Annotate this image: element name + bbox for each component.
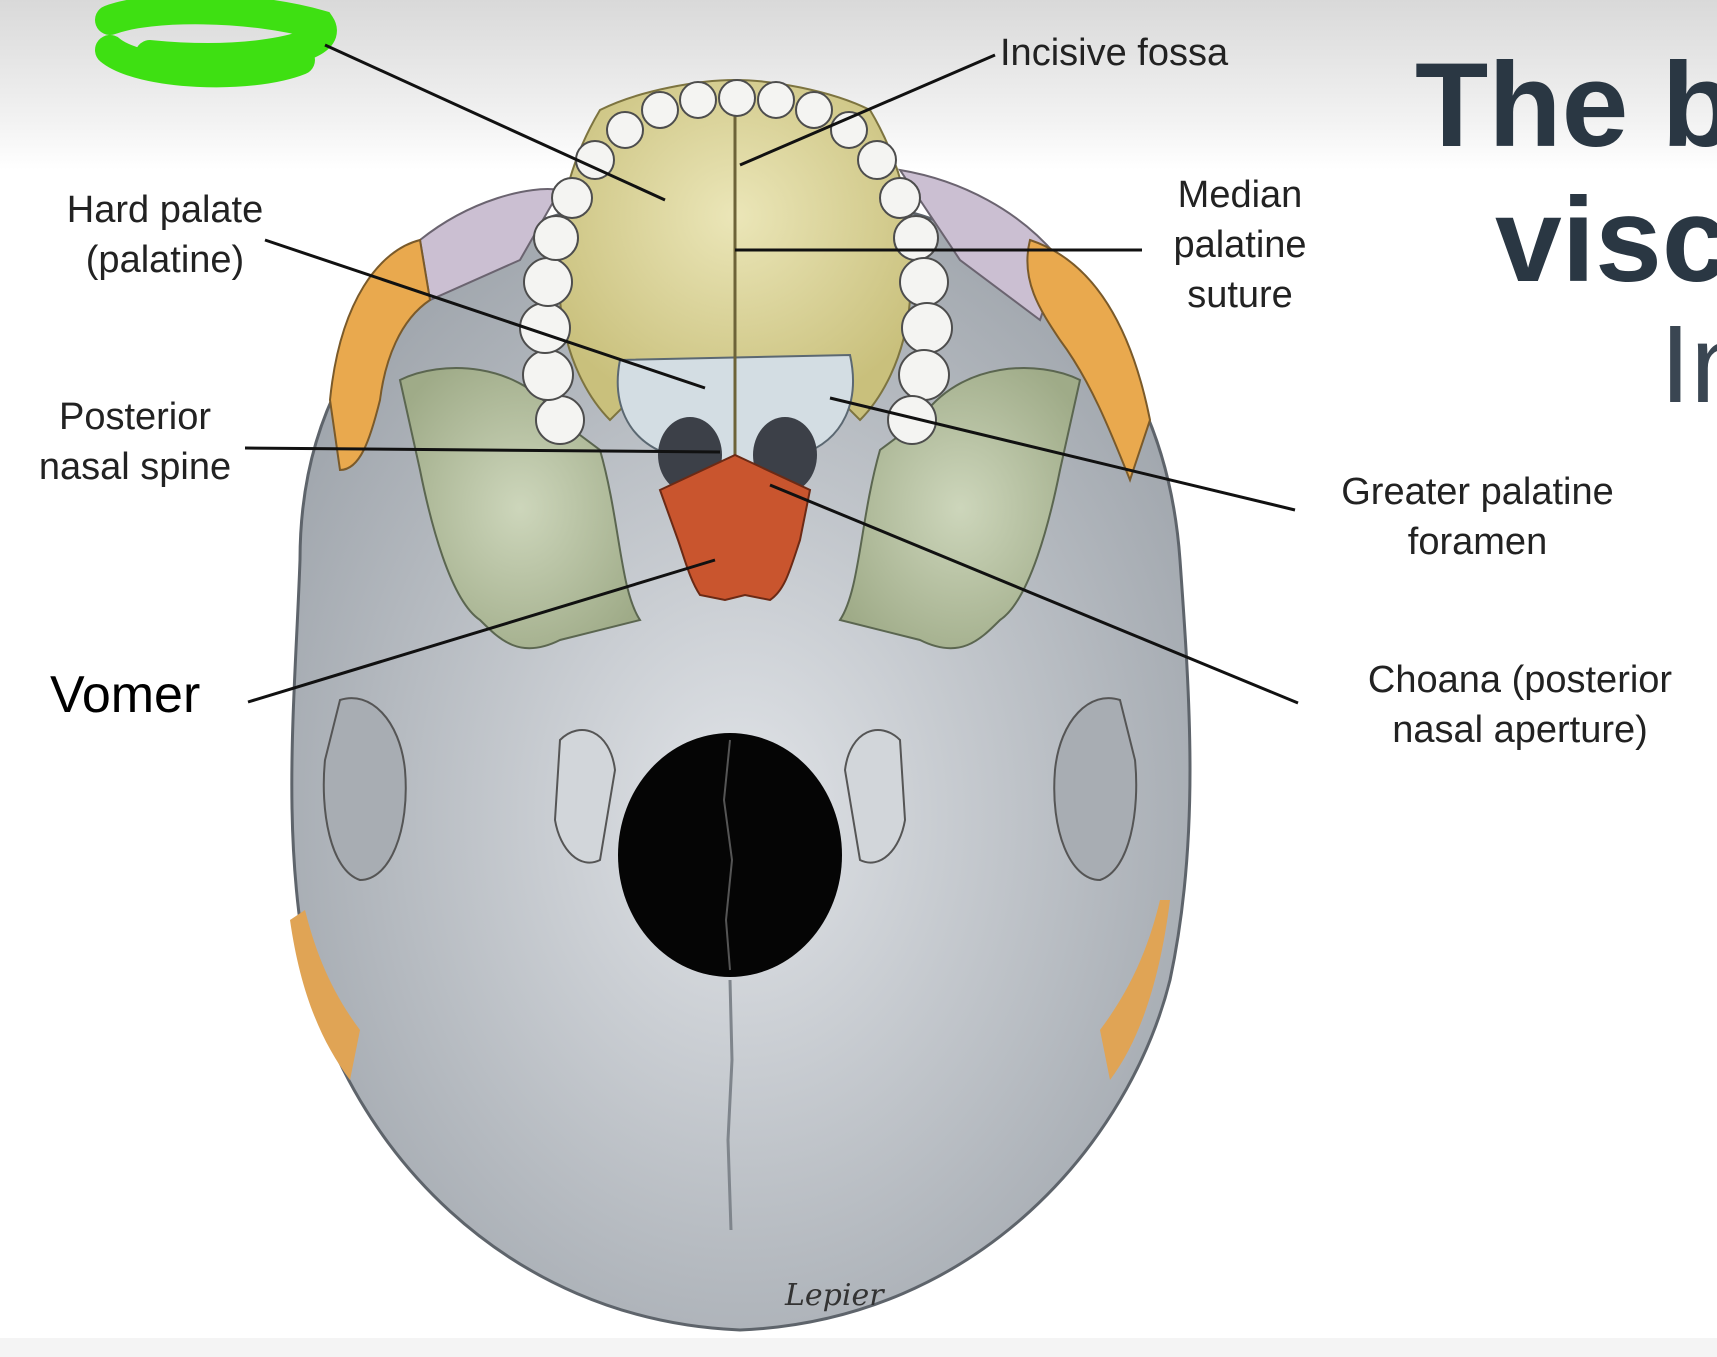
foramen-magnum-crack: [722, 739, 734, 971]
label-greater-palatine-foramen: Greater palatine foramen: [1341, 471, 1614, 563]
upper-teeth: [519, 79, 953, 445]
bottom-strip: [0, 1338, 1717, 1357]
leader-highlighter: [324, 43, 666, 202]
mastoid-left: [322, 697, 407, 882]
highlighter-mark: [95, 0, 337, 88]
label-choana: Choana (posterior nasal aperture): [1367, 659, 1673, 751]
slide-title-line1: The bo: [1415, 38, 1717, 172]
leader-greater-palatine: [829, 396, 1296, 512]
mastoid-right: [1053, 697, 1138, 882]
zygomatic-arch-left: [328, 238, 432, 472]
temporal-bone-right-lower: [1100, 900, 1170, 1080]
foramen-magnum: [618, 733, 842, 977]
midline-crest: [726, 979, 734, 1231]
leader-lines: [244, 43, 1299, 705]
temporal-bone-left-lower: [290, 910, 360, 1080]
leader-incisive-fossa: [739, 53, 996, 167]
label-incisive-fossa: Incisive fossa: [1000, 32, 1229, 74]
label-hard-palate: Hard palate (palatine): [66, 189, 264, 281]
sphenoid-bone: [398, 367, 642, 650]
leader-vomer: [247, 558, 716, 704]
occipital-condyle-left: [553, 729, 617, 864]
slide-title-line2: visce: [1495, 173, 1717, 307]
occipital-condyle-right: [843, 729, 907, 864]
leader-hard-palate: [264, 238, 706, 390]
label-vomer: Vomer: [50, 666, 201, 724]
label-posterior-nasal-spine: Posterior nasal spine: [38, 396, 232, 488]
label-median-palatine-suture: Median palatine suture: [1173, 174, 1307, 316]
leader-posterior-nasal-spine: [244, 446, 721, 454]
leader-choana: [769, 483, 1299, 705]
vomer-bone: [658, 453, 812, 602]
slide-subtitle: In: [1660, 303, 1717, 426]
zygomatic-arch-right: [1026, 238, 1152, 483]
artist-signature: Lepier: [784, 1278, 885, 1313]
